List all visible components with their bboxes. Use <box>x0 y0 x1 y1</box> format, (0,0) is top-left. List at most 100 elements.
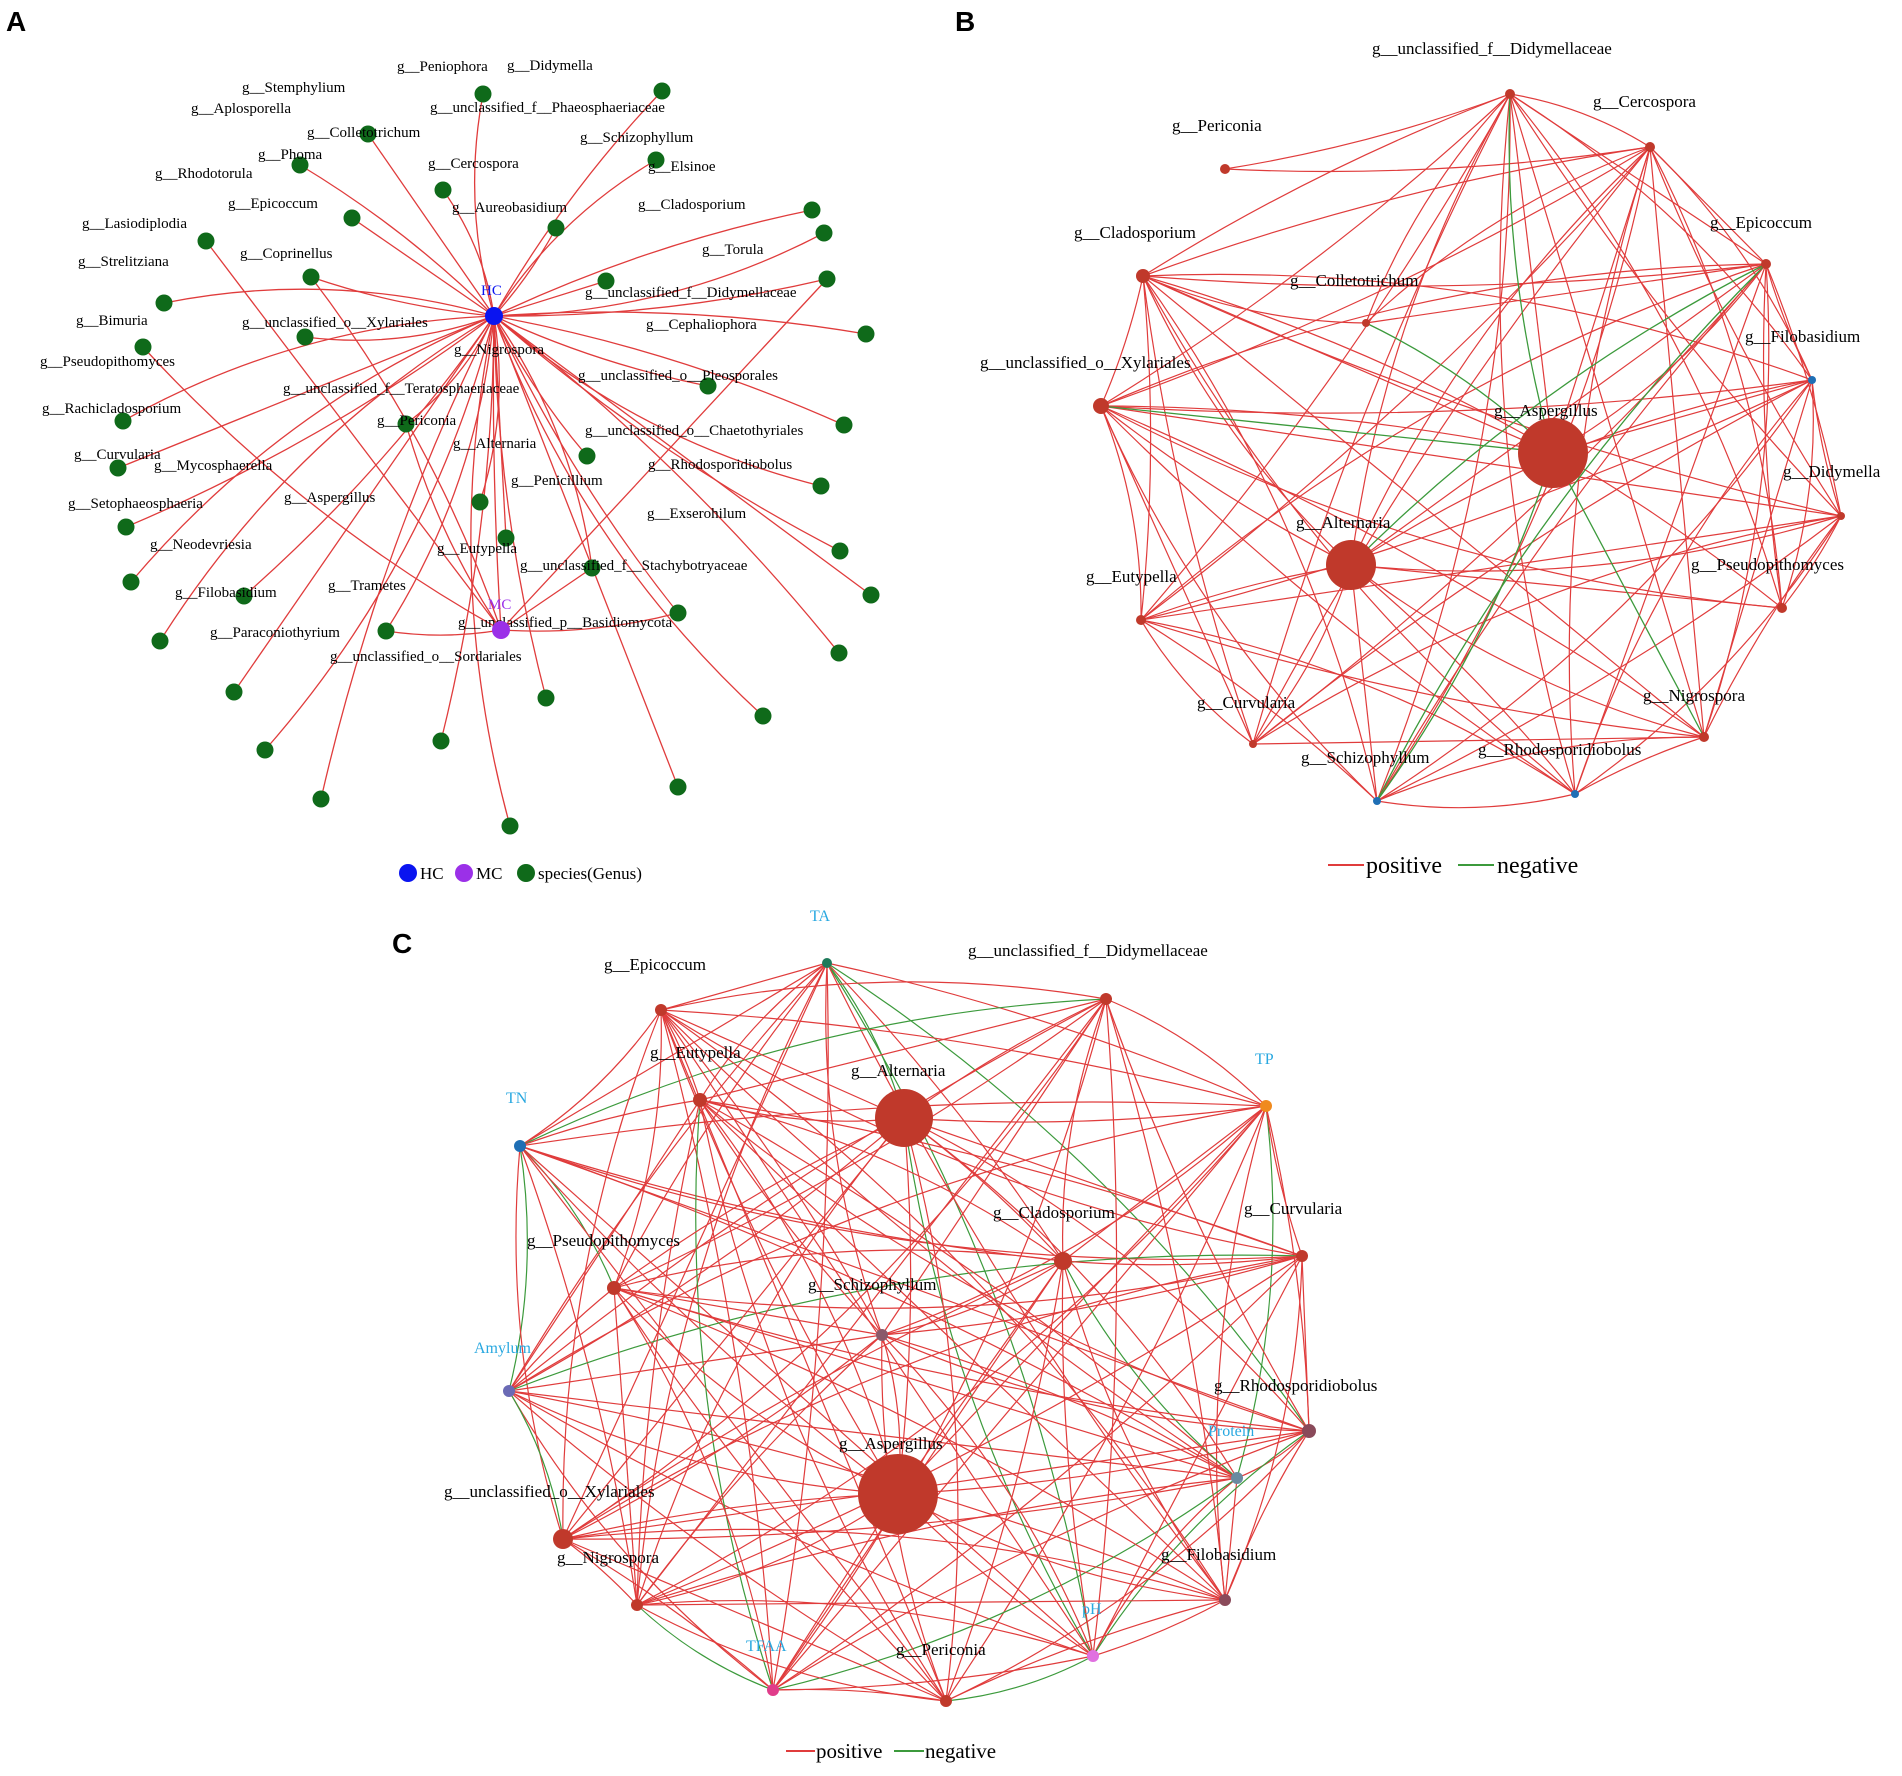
edge-b-g-cercospora-g-pseudopithomyces <box>1649 146 1783 609</box>
label-c-g-alternaria: g__Alternaria <box>851 1061 946 1080</box>
edge-hc-g-unclassified-o-chaetothyriales <box>493 315 841 552</box>
node-g-eutypella <box>537 689 555 707</box>
edge-b-neg-g-unclassified-f-didymellaceae-g-aspergillus <box>1508 93 1554 454</box>
edge-b-g-alternaria-g-rhodosporidiobolus <box>1350 564 1576 795</box>
label-b-g-filobasidium: g__Filobasidium <box>1745 327 1860 346</box>
node-b-g-filobasidium <box>1808 376 1816 384</box>
edge-c-g-rhodosporidiobolus-g-periconia <box>945 1430 1310 1702</box>
label-g-unclassified-o-chaetothyriales: g__unclassified_o__Chaetothyriales <box>585 423 803 439</box>
label-b-g-unclassified-o-xylariales: g__unclassified_o__Xylariales <box>980 353 1191 372</box>
node-b-g-periconia <box>1220 164 1230 174</box>
edge-b-g-alternaria-g-eutypella <box>1140 564 1352 621</box>
edge-c-tn-amylum <box>508 1145 528 1392</box>
label-c-ta: TA <box>810 908 830 925</box>
edge-b-g-alternaria-g-curvularia <box>1252 564 1352 745</box>
node-g-alternaria <box>583 559 601 577</box>
node-g-unclassified-f-didymellaceae <box>699 377 717 395</box>
edge-hc-g-unclassified-o-sordariales <box>470 315 511 827</box>
label-c-g-eutypella: g__Eutypella <box>650 1043 741 1062</box>
legend-mc-marker <box>455 864 473 882</box>
label-g-cladosporium: g__Cladosporium <box>638 197 746 213</box>
node-b-g-epicoccum <box>1761 259 1771 269</box>
edge-c-tn-g-unclassified-f-didymellaceae <box>519 998 1107 1147</box>
edge-b-g-filobasidium-g-eutypella <box>1140 379 1813 621</box>
node-g-unclassified-o-sordariales <box>501 817 519 835</box>
edge-c-amylum-g-unclassified-o-xylariales <box>508 1390 564 1540</box>
edge-c-g-unclassified-f-didymellaceae-g-eutypella <box>699 998 1107 1101</box>
label-c-tfaa: TFAA <box>746 1638 787 1655</box>
edge-b-g-unclassified-f-didymellaceae-g-rhodosporidiobolus <box>1499 93 1576 795</box>
edge-b-g-epicoccum-g-cladosporium <box>1142 263 1767 287</box>
node-g-colletotrichum <box>434 181 452 199</box>
edge-c-tfaa-g-curvularia <box>772 1255 1303 1691</box>
legend-c-negative-label: negative <box>925 1739 996 1763</box>
edge-mc-g-strelitziana <box>142 346 502 631</box>
label-g-unclassified-f-stachybotryaceae: g__unclassified_f__Stachybotryaceae <box>520 558 748 574</box>
edge-b-g-alternaria-g-schizophyllum <box>1350 564 1378 802</box>
edge-c-g-pseudopithomyces-g-filobasidium <box>613 1287 1226 1601</box>
node-g-neodevriesia <box>225 683 243 701</box>
edge-c-tfaa-g-pseudopithomyces <box>613 1287 774 1691</box>
edge-b-g-nigrospora-g-schizophyllum <box>1376 736 1705 802</box>
label-b-g-didymella: g__Didymella <box>1783 462 1881 481</box>
label-c-g-curvularia: g__Curvularia <box>1244 1199 1343 1218</box>
edge-b-g-cladosporium-g-filobasidium <box>1142 273 1813 381</box>
edge-b-g-cladosporium-g-pseudopithomyces <box>1142 275 1783 609</box>
edge-c-g-nigrospora-g-periconia <box>636 1604 947 1702</box>
edge-c-g-epicoccum-g-unclassified-o-xylariales <box>562 1009 662 1540</box>
panel-b-nodes: g__unclassified_f__Didymellaceaeg__Cerco… <box>980 39 1881 805</box>
edge-b-g-filobasidium-g-pseudopithomyces <box>1781 379 1814 609</box>
edge-hc-g-unclassified-o-xylariales <box>405 315 495 425</box>
edge-c-tn-g-nigrospora <box>519 1145 638 1606</box>
panel-c-nodes: g__Epicoccumg__unclassified_f__Didymella… <box>444 908 1377 1707</box>
node-g-cephaliophora <box>835 416 853 434</box>
label-g-setophaeosphaeria: g__Setophaeosphaeria <box>68 496 203 512</box>
node-b-g-colletotrichum <box>1362 319 1370 327</box>
edge-b-g-epicoccum-g-rhodosporidiobolus <box>1574 263 1767 795</box>
node-g-strelitziana <box>134 338 152 356</box>
edge-hc-g-unclassified-p-basidiomycota <box>493 315 679 788</box>
label-c-amylum: Amylum <box>474 1340 531 1357</box>
edge-hc-g-nigrospora <box>493 315 588 457</box>
edge-c-g-alternaria-g-curvularia <box>903 1117 1303 1257</box>
edge-b-g-didymella-g-alternaria <box>1350 515 1842 572</box>
node-hc <box>485 307 503 325</box>
edge-c-g-unclassified-f-didymellaceae-g-filobasidium <box>1105 998 1226 1601</box>
label-g-stemphylium: g__Stemphylium <box>242 80 346 96</box>
node-g-filobasidium <box>256 741 274 759</box>
edge-c-tn-g-cladosporium <box>519 1145 1064 1262</box>
edge-b-g-eutypella-g-nigrospora <box>1140 619 1705 738</box>
edge-hc-g-phoma <box>351 217 495 317</box>
node-c-protein <box>1231 1472 1243 1484</box>
label-g-schizophyllum: g__Schizophyllum <box>580 130 694 146</box>
label-g-pseudopithomyces: g__Pseudopithomyces <box>40 354 175 370</box>
label-c-g-schizophyllum: g__Schizophyllum <box>808 1275 936 1294</box>
edge-c-ta-tp <box>826 962 1267 1107</box>
label-g-rhodosporidiobolus: g__Rhodosporidiobolus <box>648 457 792 473</box>
label-g-strelitziana: g__Strelitziana <box>78 254 169 270</box>
label-g-aplosporella: g__Aplosporella <box>191 101 291 117</box>
edge-b-g-filobasidium-g-schizophyllum <box>1376 379 1813 802</box>
edge-c-tfaa-g-eutypella <box>695 1099 774 1691</box>
edge-b-g-cercospora-g-cladosporium <box>1142 146 1651 277</box>
node-b-g-cercospora <box>1645 142 1655 152</box>
node-g-aureobasidium <box>597 272 615 290</box>
edge-c-amylum-g-pseudopithomyces <box>508 1287 615 1392</box>
edge-hc-g-peniophora <box>473 93 495 317</box>
label-b-g-cladosporium: g__Cladosporium <box>1074 223 1196 242</box>
edge-c-protein-tfaa <box>772 1477 1238 1691</box>
edge-mc-g-alternaria <box>500 567 593 631</box>
label-g-didymella: g__Didymella <box>507 58 593 74</box>
node-c-g-filobasidium <box>1219 1594 1231 1606</box>
edge-b-g-rhodosporidiobolus-g-schizophyllum <box>1376 793 1576 809</box>
edge-c-g-cladosporium-g-aspergillus <box>897 1260 1064 1495</box>
node-c-ph <box>1087 1650 1099 1662</box>
edge-b-g-epicoccum-g-schizophyllum <box>1376 263 1767 802</box>
label-c-g-filobasidium: g__Filobasidium <box>1161 1545 1276 1564</box>
edge-hc-g-curvularia <box>130 315 495 583</box>
node-g-unclassified-o-xylariales <box>397 415 415 433</box>
edge-mc-g-cladosporium <box>500 278 828 631</box>
edge-c-g-schizophyllum-g-unclassified-o-xylariales <box>562 1334 883 1540</box>
edge-b-neg-g-unclassified-o-xylariales-g-aspergillus <box>1100 405 1554 454</box>
